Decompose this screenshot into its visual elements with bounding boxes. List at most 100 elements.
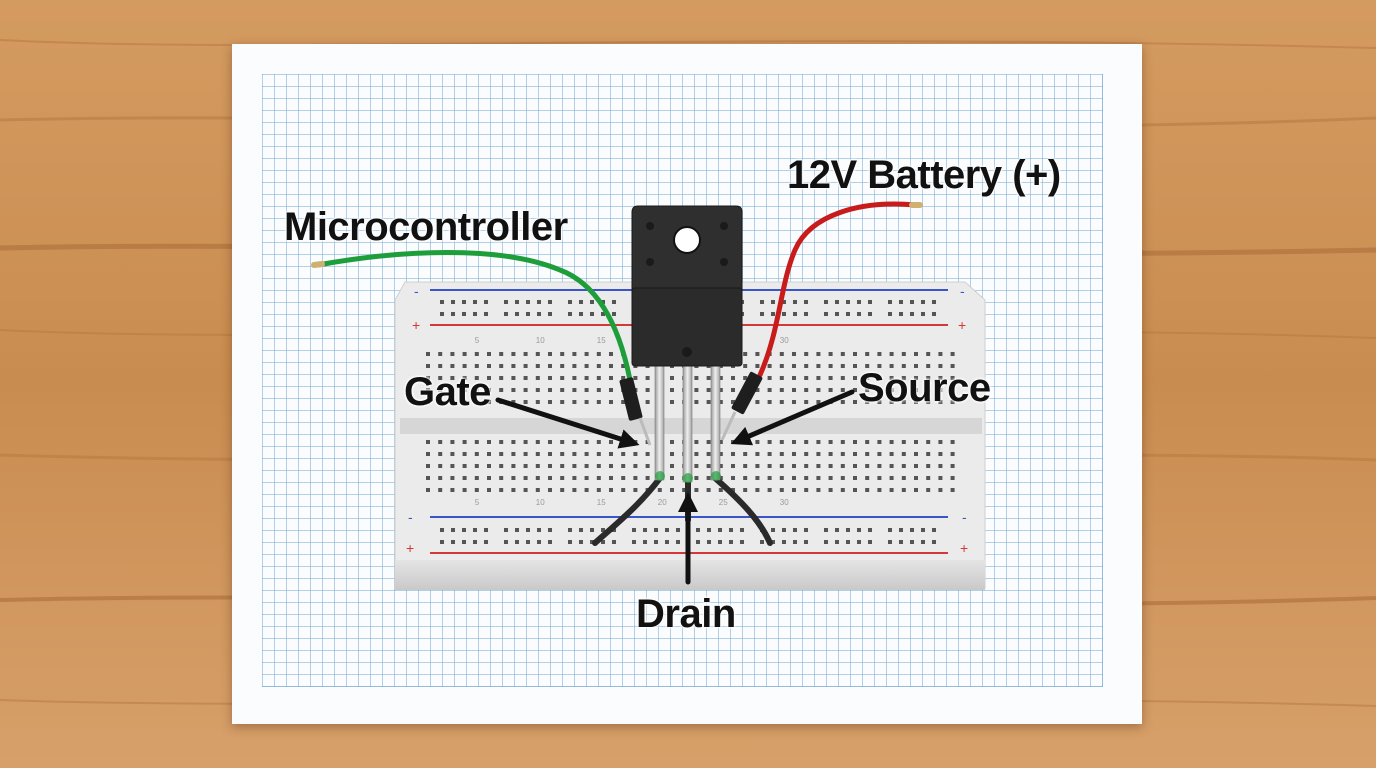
breadboard-hole [767,364,772,368]
breadboard-hole [474,464,479,468]
breadboard-hole [504,528,508,532]
breadboard-hole [670,388,674,392]
breadboard-hole [755,400,760,404]
breadboard-hole [816,352,821,356]
breadboard-hole [579,312,583,316]
breadboard-hole [804,476,809,480]
breadboard-hole [535,376,540,380]
breadboard-hole [511,464,516,468]
breadboard-hole [450,388,455,392]
breadboard-hole [572,452,577,456]
breadboard-hole [511,440,516,444]
breadboard-hole [932,312,936,316]
breadboard-hole [706,464,711,468]
breadboard-hole [596,464,601,468]
breadboard-hole [840,364,845,368]
breadboard-hole [499,388,504,392]
breadboard-hole [499,440,504,444]
breadboard-hole [696,540,700,544]
breadboard-hole [450,452,455,456]
breadboard-hole [793,312,797,316]
breadboard-hole [609,400,613,404]
breadboard-hole [816,476,821,480]
breadboard-hole [621,476,626,480]
breadboard-hole [438,364,443,368]
breadboard-hole [511,364,516,368]
breadboard-hole [596,376,601,380]
breadboard-hole [426,488,430,492]
breadboard-hole [590,300,594,304]
breadboard-hole [840,376,845,380]
label-source: Source [858,366,991,410]
breadboard-hole [755,464,760,468]
breadboard-hole [718,376,723,380]
breadboard-hole [560,488,565,492]
breadboard-hole [535,364,540,368]
breadboard-hole [857,528,861,532]
breadboard-hole [474,476,479,480]
mounting-hole [673,226,701,254]
breadboard-hole [938,464,943,468]
breadboard-hole [932,528,936,532]
breadboard-hole [462,440,467,444]
breadboard-hole [474,452,479,456]
breadboard-hole [670,464,674,468]
breadboard-hole [846,540,850,544]
breadboard-hole [612,312,616,316]
breadboard-hole [694,488,699,492]
breadboard-hole [877,388,882,392]
breadboard-hole [828,352,833,356]
breadboard-hole [596,388,601,392]
breadboard-hole [584,388,589,392]
breadboard-hole [926,488,931,492]
breadboard-hole [584,488,589,492]
breadboard-hole [548,312,552,316]
breadboard-hole [835,300,839,304]
breadboard-hole [865,476,870,480]
breadboard-hole [621,376,626,380]
breadboard-hole [824,540,828,544]
breadboard-hole [590,312,594,316]
breadboard-hole [511,488,516,492]
breadboard-hole [914,440,918,444]
breadboard-hole [779,352,784,356]
breadboard-hole [572,440,577,444]
breadboard-hole [548,488,552,492]
breadboard-hole [888,528,892,532]
breadboard-hole [694,376,699,380]
breadboard-hole [462,364,467,368]
breadboard-hole [609,452,613,456]
column-number: 15 [597,336,606,345]
breadboard-hole [914,464,918,468]
breadboard-hole [474,376,479,380]
breadboard-hole [609,476,613,480]
breadboard-hole [901,400,906,404]
breadboard-hole [670,400,674,404]
breadboard-hole [645,476,650,480]
breadboard-hole [535,452,540,456]
breadboard-hole [767,376,772,380]
breadboard-hole [804,440,809,444]
breadboard-hole [451,540,455,544]
breadboard-hole [889,352,894,356]
breadboard-hole [950,452,955,456]
breadboard-hole [515,300,519,304]
breadboard-hole [450,488,455,492]
column-number: 5 [475,498,480,507]
breadboard-hole [523,476,528,480]
breadboard-hole [706,452,711,456]
breadboard-hole [665,528,669,532]
breadboard-hole [950,400,955,404]
breadboard-hole [462,300,466,304]
breadboard-hole [743,476,748,480]
breadboard-hole [853,488,857,492]
breadboard-hole [487,452,491,456]
breadboard-hole [740,540,744,544]
breadboard-hole [760,312,764,316]
gate-wire-connector [619,377,643,421]
breadboard-hole [846,528,850,532]
column-number: 5 [475,336,480,345]
breadboard-hole [718,452,723,456]
breadboard-hole [706,388,711,392]
breadboard-hole [792,464,796,468]
